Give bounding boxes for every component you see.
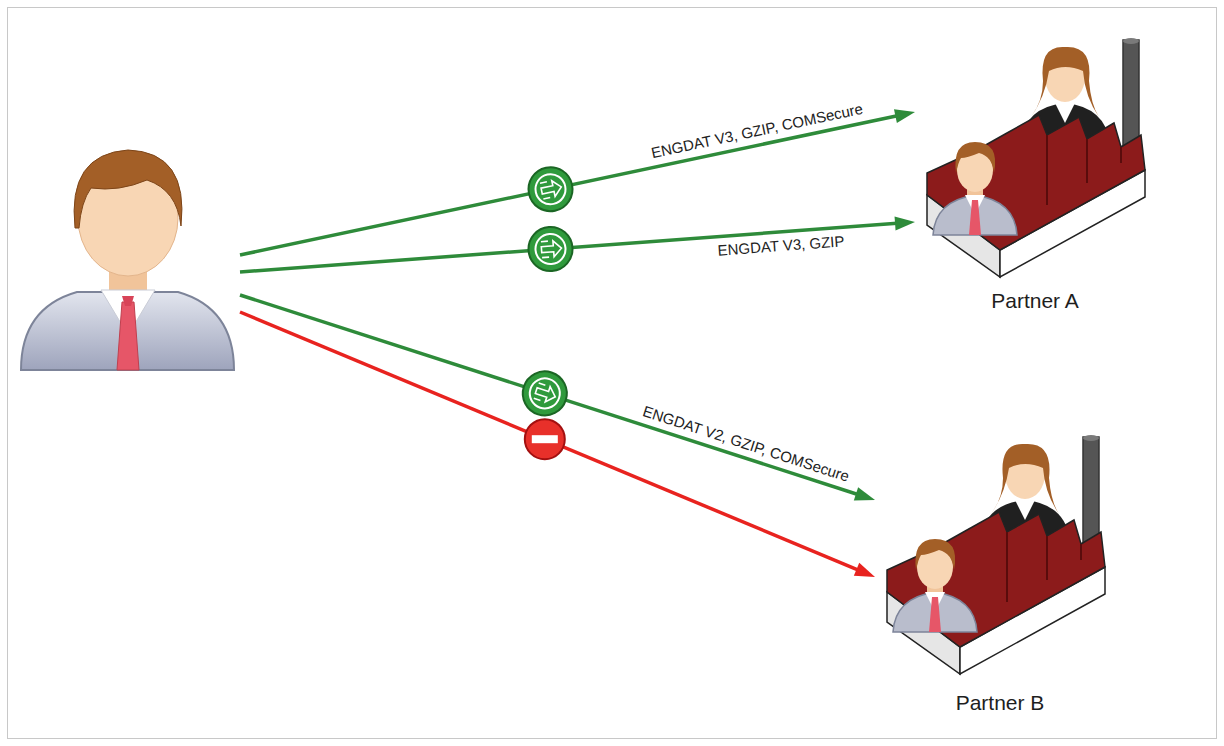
blocked-icon xyxy=(525,419,565,459)
arrow-head xyxy=(895,216,915,230)
icon-arrow xyxy=(534,383,558,404)
icon-circle xyxy=(527,225,574,272)
allowed-icon xyxy=(517,366,572,421)
illustration xyxy=(15,130,240,379)
person-figure xyxy=(15,130,240,375)
arrow-line xyxy=(240,312,858,570)
illustration xyxy=(875,432,1115,681)
partner-name: Partner A xyxy=(987,289,1083,315)
icon-arrow xyxy=(541,240,562,257)
transfer-arrow xyxy=(240,109,915,255)
icon-circle xyxy=(525,419,565,459)
icon-ring xyxy=(533,171,569,207)
icon-ring xyxy=(534,233,566,265)
arrow-line xyxy=(240,116,897,255)
icon-arrow xyxy=(534,383,546,400)
factory-illustration xyxy=(875,432,1115,677)
edge-label: ENGDAT V3, GZIP, COMSecure xyxy=(646,99,867,163)
factory-illustration xyxy=(915,35,1155,280)
icon-arrow xyxy=(540,182,550,199)
partner-factory: Partner B xyxy=(875,432,1125,717)
icon-circle xyxy=(524,163,576,215)
transfer-arrow xyxy=(240,216,915,272)
partner-factory: Partner A xyxy=(915,35,1155,315)
icon-arrow xyxy=(540,179,563,199)
icon-arrow xyxy=(541,241,549,257)
arrow-head xyxy=(854,563,875,577)
arrow-line xyxy=(240,223,897,272)
transfer-arrow xyxy=(240,312,875,577)
arrow-head xyxy=(894,109,915,123)
icon-ring xyxy=(526,375,564,413)
partner-name: Partner B xyxy=(952,691,1049,717)
allowed-icon xyxy=(524,163,576,215)
illustration xyxy=(915,35,1155,284)
allowed-icon xyxy=(527,225,574,272)
icon-bar xyxy=(532,435,558,443)
transfer-arrow xyxy=(240,295,875,501)
icon-circle xyxy=(517,366,572,421)
arrow-line xyxy=(240,295,858,494)
edge-label: ENGDAT V2, GZIP, COMSecure xyxy=(638,401,855,486)
arrow-head xyxy=(854,487,875,500)
person-illustration xyxy=(15,130,240,375)
